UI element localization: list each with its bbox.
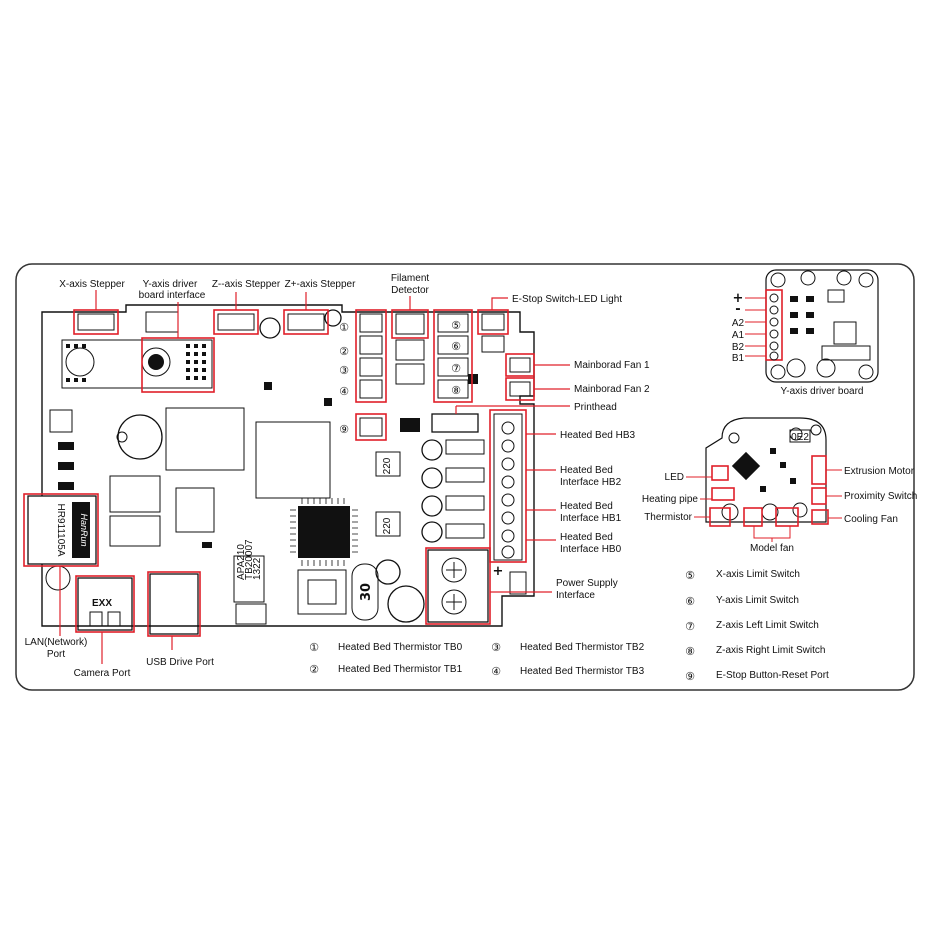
marker-8: ⑧ <box>451 384 461 397</box>
y-driver-pin-b1: B1 <box>732 353 745 364</box>
y-driver-pin-a1: A1 <box>732 330 745 341</box>
toolhead-chip-text: 0E2 <box>791 432 809 443</box>
legend-sym-3: ③ <box>491 641 501 654</box>
lan-brand: HanRun <box>79 513 89 546</box>
marker-3: ③ <box>339 364 349 377</box>
chip-text-1: APA210 <box>236 544 247 580</box>
label-hb2-2: Interface HB2 <box>560 477 622 488</box>
toolhead-led-box <box>711 465 729 481</box>
toolhead-modelfan-1-box <box>743 507 763 527</box>
usb-box <box>147 571 201 637</box>
toolhead-led-label: LED <box>665 472 684 483</box>
legend-sym-6: ⑥ <box>685 595 695 608</box>
legend-thermistors: ① Heated Bed Thermistor TB0 ② Heated Bed… <box>309 641 645 678</box>
label-estop-light: E-Stop Switch-LED Light <box>512 294 622 305</box>
legend-text-7: Z-axis Left Limit Switch <box>716 620 819 631</box>
estop-light-box <box>477 309 509 335</box>
marker-7: ⑦ <box>451 362 461 375</box>
y-driver-pin-plus: + <box>733 291 744 306</box>
coil-2-text: 220 <box>382 517 393 534</box>
toolhead-heating-label: Heating pipe <box>642 494 699 505</box>
camera-box <box>75 575 135 633</box>
y-driver-pin-b2: B2 <box>732 342 745 353</box>
label-zplus: Z+-axis Stepper <box>285 279 357 290</box>
board-markers: ① ② ③ ④ ⑤ ⑥ ⑦ ⑧ ⑨ <box>339 319 461 436</box>
toolhead-cooling-label: Cooling Fan <box>844 514 898 525</box>
label-filament-1: Filament <box>391 273 430 284</box>
marker-4: ④ <box>339 385 349 398</box>
y-driver-pin-a2: A2 <box>732 318 745 329</box>
label-hb1-2: Interface HB1 <box>560 513 622 524</box>
legend-text-6: Y-axis Limit Switch <box>716 595 799 606</box>
chip-text-2: TB20007 <box>244 539 255 580</box>
marker-2: ② <box>339 345 349 358</box>
toolhead-heating-box <box>711 487 735 501</box>
label-hb2-1: Heated Bed <box>560 465 613 476</box>
coil-1-text: 220 <box>382 457 393 474</box>
toolhead-board: 0E2 LED Heating pipe <box>642 417 917 554</box>
toolhead-cooling-box <box>811 509 829 525</box>
toolhead-extrusion-label: Extrusion Motor <box>844 466 915 477</box>
estop-reset-box <box>355 413 387 441</box>
marker-9: ⑨ <box>339 423 349 436</box>
label-usb: USB Drive Port <box>146 657 214 668</box>
toolhead-thermistor-label: Thermistor <box>644 512 692 523</box>
legend-text-1: Heated Bed Thermistor TB0 <box>338 642 463 653</box>
label-x-stepper: X-axis Stepper <box>59 279 125 290</box>
marker-1: ① <box>339 321 349 334</box>
legend-text-4: Heated Bed Thermistor TB3 <box>520 666 645 677</box>
marker-6: ⑥ <box>451 340 461 353</box>
label-y-driver-2: board interface <box>139 290 206 301</box>
label-power-1: Power Supply <box>556 578 618 589</box>
label-zminus: Z--axis Stepper <box>212 279 281 290</box>
label-filament-2: Detector <box>391 285 429 296</box>
lan-ic-text: HR911105A <box>55 504 66 557</box>
label-lan-1: LAN(Network) <box>25 637 88 648</box>
chip-text-3: 1322 <box>252 557 263 580</box>
thermistor-group-box <box>355 309 387 403</box>
marker-5: ⑤ <box>451 319 461 332</box>
legend-sym-4: ④ <box>491 665 501 678</box>
legend-sym-7: ⑦ <box>685 620 695 633</box>
label-fan1: Mainborad Fan 1 <box>574 360 650 371</box>
legend-text-2: Heated Bed Thermistor TB1 <box>338 664 463 675</box>
label-hb1-1: Heated Bed <box>560 501 613 512</box>
highlight-boxes <box>23 309 535 637</box>
legend-sym-8: ⑧ <box>685 645 695 658</box>
label-hb3: Heated Bed HB3 <box>560 430 635 441</box>
cap-text: 30 <box>359 583 374 601</box>
firmware-mark: EXX <box>92 598 112 609</box>
label-hb0-2: Interface HB0 <box>560 544 622 555</box>
plus-mark: + <box>493 564 504 579</box>
label-fan2: Mainborad Fan 2 <box>574 384 650 395</box>
legend-text-5: X-axis Limit Switch <box>716 569 800 580</box>
lan-box <box>23 493 99 567</box>
y-driver-board: + - A2 A1 B2 B1 Y-axis driver board <box>732 269 879 397</box>
y-driver-title: Y-axis driver board <box>780 386 863 397</box>
legend-limit-switches: ⑤ X-axis Limit Switch ⑥ Y-axis Limit Swi… <box>685 569 829 683</box>
power-box <box>425 547 491 625</box>
label-hb0-1: Heated Bed <box>560 532 613 543</box>
toolhead-modelfan-label: Model fan <box>750 543 794 554</box>
legend-text-9: E-Stop Button-Reset Port <box>716 670 829 681</box>
toolhead-modelfan-2-box <box>775 507 799 527</box>
label-printhead: Printhead <box>574 402 617 413</box>
legend-sym-2: ② <box>309 663 319 676</box>
legend-text-8: Z-axis Right Limit Switch <box>716 645 825 656</box>
legend-sym-5: ⑤ <box>685 569 695 582</box>
legend-sym-1: ① <box>309 641 319 654</box>
leader-lines <box>59 290 570 664</box>
y-driver-pin-minus: - <box>735 302 740 317</box>
toolhead-proximity-label: Proximity Switch <box>844 491 917 502</box>
label-lan-2: Port <box>47 649 66 660</box>
limit-switch-group-box <box>433 309 473 403</box>
label-camera: Camera Port <box>74 668 131 679</box>
label-power-2: Interface <box>556 590 595 601</box>
legend-text-3: Heated Bed Thermistor TB2 <box>520 642 645 653</box>
legend-sym-9: ⑨ <box>685 670 695 683</box>
hb-block-box <box>489 409 527 563</box>
label-y-driver-1: Y-axis driver <box>143 279 198 290</box>
board-labels: X-axis Stepper Y-axis driver board inter… <box>25 273 650 679</box>
